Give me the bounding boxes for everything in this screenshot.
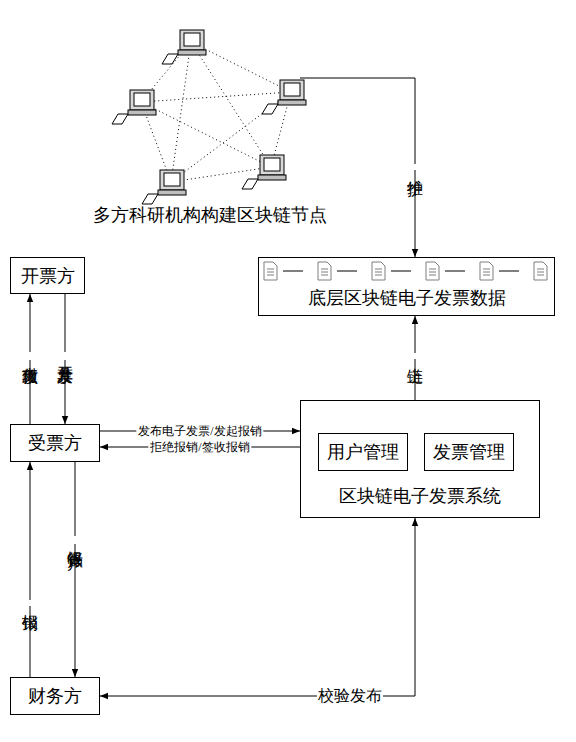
node-group-caption: 多方科研机构构建区块链节点 <box>60 5 300 230</box>
data-box: 底层区块链电子发票数据 <box>258 257 555 316</box>
node-label: 开票方 <box>21 265 75 287</box>
edge-label: 拒绝报销/签收报销 <box>148 441 251 454</box>
block-chain-icons <box>264 262 547 280</box>
edge-label: 上链 <box>405 353 425 359</box>
edge-label: 开具发票 <box>55 352 75 360</box>
party-box: 财务方 <box>10 677 100 715</box>
flow-arrow <box>30 462 31 677</box>
module-box: 用户管理 <box>318 433 408 471</box>
edge-label: 校验发布 <box>317 685 383 707</box>
flow-arrow <box>75 462 76 677</box>
party-box: 开票方 <box>10 257 85 294</box>
node-label: 用户管理 <box>327 441 399 463</box>
node-label: 财务方 <box>28 685 82 707</box>
node-label: 发票管理 <box>433 441 505 463</box>
illustration-caption: 多方科研机构构建区块链节点 <box>93 204 327 226</box>
edge-label: 报销 <box>20 600 40 606</box>
party-box: 受票方 <box>10 424 100 462</box>
edge-label: 支付款项 <box>20 352 40 360</box>
network-links <box>141 42 291 182</box>
system-box: 区块链电子发票系统 用户管理 发票管理 <box>300 400 540 518</box>
node-label: 底层区块链电子发票数据 <box>308 287 506 309</box>
flow-arrow <box>300 78 415 257</box>
flow-arrow <box>100 518 415 696</box>
edge-label: 发布电子发票/发起报销 <box>136 425 263 438</box>
computer-icons <box>112 30 306 204</box>
edge-label: 银行账户 <box>65 536 85 544</box>
node-label: 区块链电子发票系统 <box>339 485 501 507</box>
module-box: 发票管理 <box>424 433 514 471</box>
node-label: 受票方 <box>28 432 82 454</box>
edge-label: 维护 <box>405 164 425 170</box>
